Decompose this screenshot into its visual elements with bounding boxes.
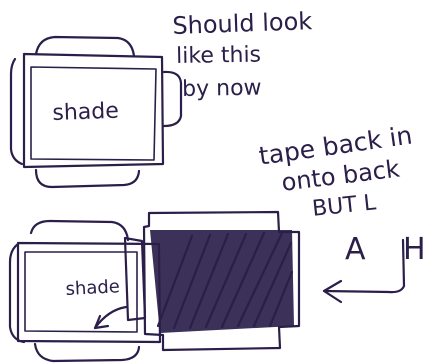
backing-piece <box>144 212 299 350</box>
instruction-note-line-1: Should look <box>172 9 313 38</box>
instruction-note-line-2: like this <box>176 45 261 68</box>
shade-label-top: shade <box>52 99 119 126</box>
top-fixture-left-wing <box>11 59 22 164</box>
bottom-fixture-bottom-arc <box>35 344 139 361</box>
tape-note-line-4: A H <box>345 232 426 267</box>
top-fixture-top-arc <box>36 37 134 56</box>
top-fixture-bottom-arc <box>36 170 139 187</box>
top-fixture-right-wing <box>164 72 181 126</box>
bottom-fixture-top-arc <box>31 221 128 240</box>
shade-label-bottom: shade <box>65 276 120 300</box>
bottom-fixture-fold-tab <box>125 238 145 320</box>
instruction-note-line-3: by now <box>182 78 262 101</box>
